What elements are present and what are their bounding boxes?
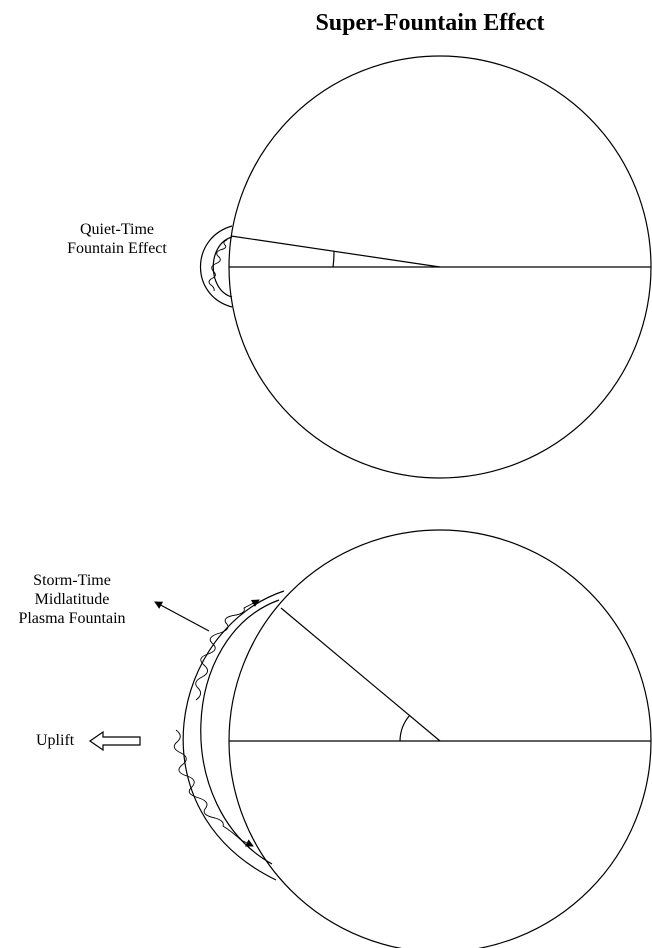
- latitude-angle-arc-bottom: [399, 714, 411, 742]
- latitude-angle-arc-top: [332, 250, 335, 268]
- quiet-time-panel: [200, 55, 652, 479]
- uplift-arrow-icon: [88, 730, 141, 752]
- fountain-flow-line-lower: [173, 729, 254, 847]
- fountain-inner-shell-top: [212, 236, 233, 298]
- fountain-outer-shell-top: [200, 225, 233, 308]
- storm-time-label-line-3: Plasma Fountain: [18, 610, 126, 627]
- fountain-inner-shell-bottom: [200, 599, 280, 865]
- earth-circle-bottom: [228, 529, 652, 948]
- quiet-time-label: Quiet-Time Fountain Effect: [52, 220, 182, 258]
- storm-time-label-line-2: Midlatitude: [34, 591, 110, 608]
- quiet-time-label-line-1: Quiet-Time: [79, 221, 155, 238]
- latitude-line-bottom: [280, 607, 441, 742]
- diagram-title: Super-Fountain Effect: [315, 10, 545, 36]
- quiet-time-label-line-2: Fountain Effect: [67, 240, 167, 257]
- storm-time-label-line-1: Storm-Time: [33, 572, 111, 589]
- storm-time-label: Storm-Time Midlatitude Plasma Fountain: [2, 571, 142, 628]
- fountain-outer-shell-bottom: [182, 590, 285, 881]
- uplift-label: Uplift: [36, 732, 75, 749]
- fountain-flow-line-upper: [195, 599, 260, 701]
- storm-time-panel: [88, 529, 652, 948]
- storm-label-pointer-arrow: [154, 601, 210, 632]
- latitude-line-top: [230, 235, 441, 268]
- fountain-flow-lines-top: [208, 239, 228, 292]
